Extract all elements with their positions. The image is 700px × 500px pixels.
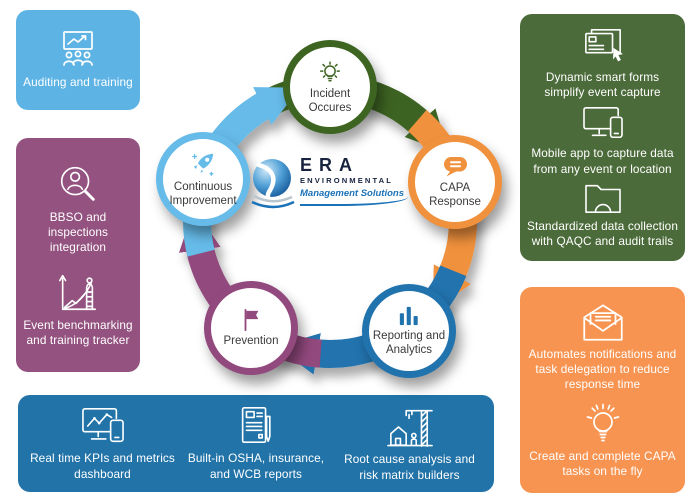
crane-house-icon: [384, 404, 436, 448]
panel-item: Real time KPIs and metrics dashboard: [28, 405, 178, 481]
growth-ladder-icon: [55, 270, 101, 314]
logo-line3: Management Solutions: [300, 188, 404, 199]
logo-line1: ERA: [300, 155, 360, 175]
rocket-icon: [189, 150, 217, 180]
panel-item: BBSO and inspections integration: [22, 162, 134, 255]
chat-bubble-icon: [441, 155, 469, 181]
folder-icon: [581, 181, 625, 215]
cycle-node-continuous-improvement: Continuous Improvement: [156, 132, 250, 226]
panel-item: Create and complete CAPA tasks on the fl…: [526, 399, 679, 479]
cycle-node-label: CAPA Response: [429, 181, 481, 208]
cycle-node-label: Continuous Improvement: [169, 180, 237, 207]
cycle-node-label: Incident Occures: [308, 87, 352, 114]
panel-item: Auditing and training: [23, 29, 133, 90]
presentation-audience-icon: [54, 29, 102, 71]
panel-item: Event benchmarking and training tracker: [22, 270, 134, 348]
panel-bbso-benchmarking: BBSO and inspections integration Event b…: [16, 138, 140, 372]
era-environmental-logo: ERA ENVIRONMENTAL Management Solutions: [250, 156, 408, 218]
panel-item: Dynamic smart forms simplify event captu…: [526, 26, 679, 100]
panel-item-label: BBSO and inspections integration: [47, 209, 109, 254]
logo-swoosh: [300, 197, 408, 206]
report-pen-icon: [234, 405, 278, 447]
flag-icon: [240, 308, 262, 334]
panel-item-label: Dynamic smart forms simplify event captu…: [544, 70, 661, 100]
cycle-node-incident-occures: Incident Occures: [283, 40, 377, 134]
panel-item: Mobile app to capture data from any even…: [526, 104, 679, 176]
panel-item-label: Automates notifications and task delegat…: [528, 347, 677, 392]
panel-item-label: Root cause analysis and risk matrix buil…: [344, 452, 475, 482]
cycle-node-capa-response: CAPA Response: [408, 135, 502, 229]
person-search-icon: [55, 162, 101, 206]
lightbulb-rays-icon: [583, 399, 623, 445]
cycle-node-label: Prevention: [223, 334, 279, 347]
panel-item: Standardized data collection with QAQC a…: [526, 181, 679, 249]
panel-item-label: Create and complete CAPA tasks on the fl…: [529, 448, 676, 478]
panel-reports-analysis: Real time KPIs and metrics dashboard Bui…: [18, 395, 494, 492]
dashboard-phone-icon: [77, 405, 129, 447]
panel-item-label: Real time KPIs and metrics dashboard: [30, 451, 175, 481]
panel-item: Built-in OSHA, insurance, and WCB report…: [181, 405, 331, 481]
cycle-node-prevention: Prevention: [204, 281, 298, 375]
panel-item-label: Event benchmarking and training tracker: [23, 318, 133, 348]
monitor-phone-icon: [580, 104, 626, 142]
globe-icon: [250, 156, 296, 219]
open-envelope-icon: [578, 301, 628, 343]
logo-line2: ENVIRONMENTAL: [300, 176, 393, 185]
panel-item: Automates notifications and task delegat…: [526, 301, 679, 392]
panel-capa-tasks: Automates notifications and task delegat…: [520, 287, 685, 493]
panel-auditing-training: Auditing and training: [16, 10, 140, 110]
panel-item: Root cause analysis and risk matrix buil…: [335, 404, 485, 482]
panel-item-label: Mobile app to capture data from any even…: [531, 146, 674, 176]
lightbulb-icon: [317, 59, 343, 87]
bar-chart-icon: [397, 305, 421, 329]
panel-item-label: Standardized data collection with QAQC a…: [526, 218, 678, 248]
panel-item-label: Built-in OSHA, insurance, and WCB report…: [187, 451, 325, 481]
panel-event-capture: Dynamic smart forms simplify event captu…: [520, 14, 685, 261]
cycle-node-reporting-analytics: Reporting and Analytics: [362, 284, 456, 378]
smart-form-cursor-icon: [580, 26, 626, 66]
cycle-node-label: Reporting and Analytics: [372, 329, 446, 356]
panel-item-label: Auditing and training: [23, 75, 133, 90]
